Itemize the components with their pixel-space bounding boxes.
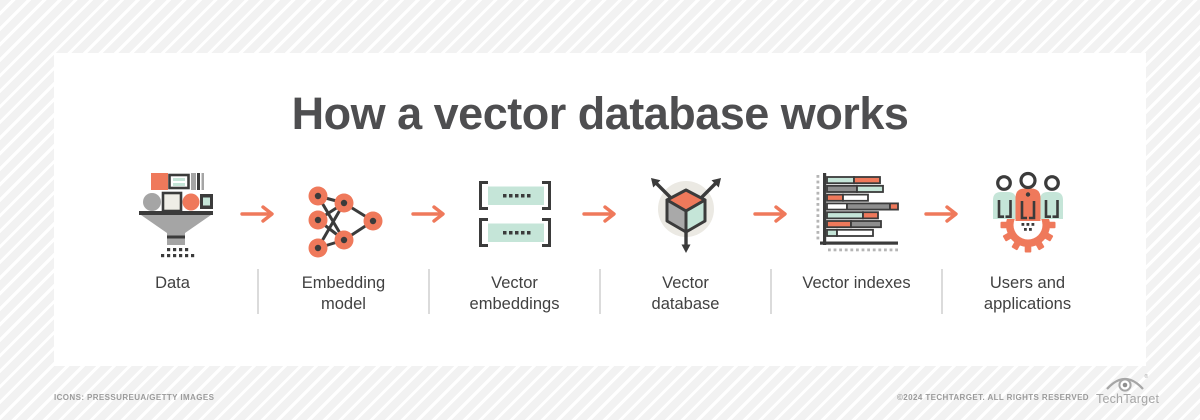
step-label: Data [155, 274, 190, 292]
registered-mark: ® [1144, 374, 1148, 380]
step-label: Embedding model [301, 274, 386, 313]
flow-arrow-icon [924, 205, 958, 223]
step-users-applications: Users and applications [941, 165, 1113, 315]
icons-credit-text: ICONS: PRESSUREUA/GETTY IMAGES [54, 393, 215, 402]
step-label: Vector indexes [802, 274, 911, 292]
techtarget-wordmark: TechTarget [1096, 392, 1160, 406]
flow-arrow-icon [753, 205, 787, 223]
step-label: Vector database [651, 274, 720, 313]
vector-indexes-icon [816, 173, 899, 252]
vector-embeddings-icon [478, 181, 551, 247]
data-funnel-icon [138, 173, 213, 258]
flow-diagram: Data [87, 165, 1113, 315]
step-vector-embeddings: Vector embeddings [428, 165, 600, 315]
page-title: How a vector database works [291, 88, 909, 139]
step-vector-indexes: Vector indexes [770, 165, 942, 315]
step-vector-database: Vector database [599, 165, 771, 315]
vector-database-icon [650, 178, 721, 253]
users-applications-icon [992, 171, 1063, 253]
embedding-model-icon [308, 186, 382, 258]
copyright-text: ©2024 TECHTARGET. ALL RIGHTS RESERVED [897, 393, 1089, 402]
techtarget-logo: ® TechTarget [1096, 374, 1160, 406]
flow-arrow-icon [582, 205, 616, 223]
flow-arrow-icon [411, 205, 445, 223]
step-data: Data [87, 165, 258, 315]
step-label: Users and applications [983, 274, 1072, 313]
flow-arrow-icon [240, 205, 274, 223]
infographic-card: How a vector database works [54, 53, 1146, 366]
step-label: Vector embeddings [469, 274, 560, 313]
step-embedding-model: Embedding model [257, 165, 429, 315]
techtarget-eye-icon [1106, 377, 1144, 392]
